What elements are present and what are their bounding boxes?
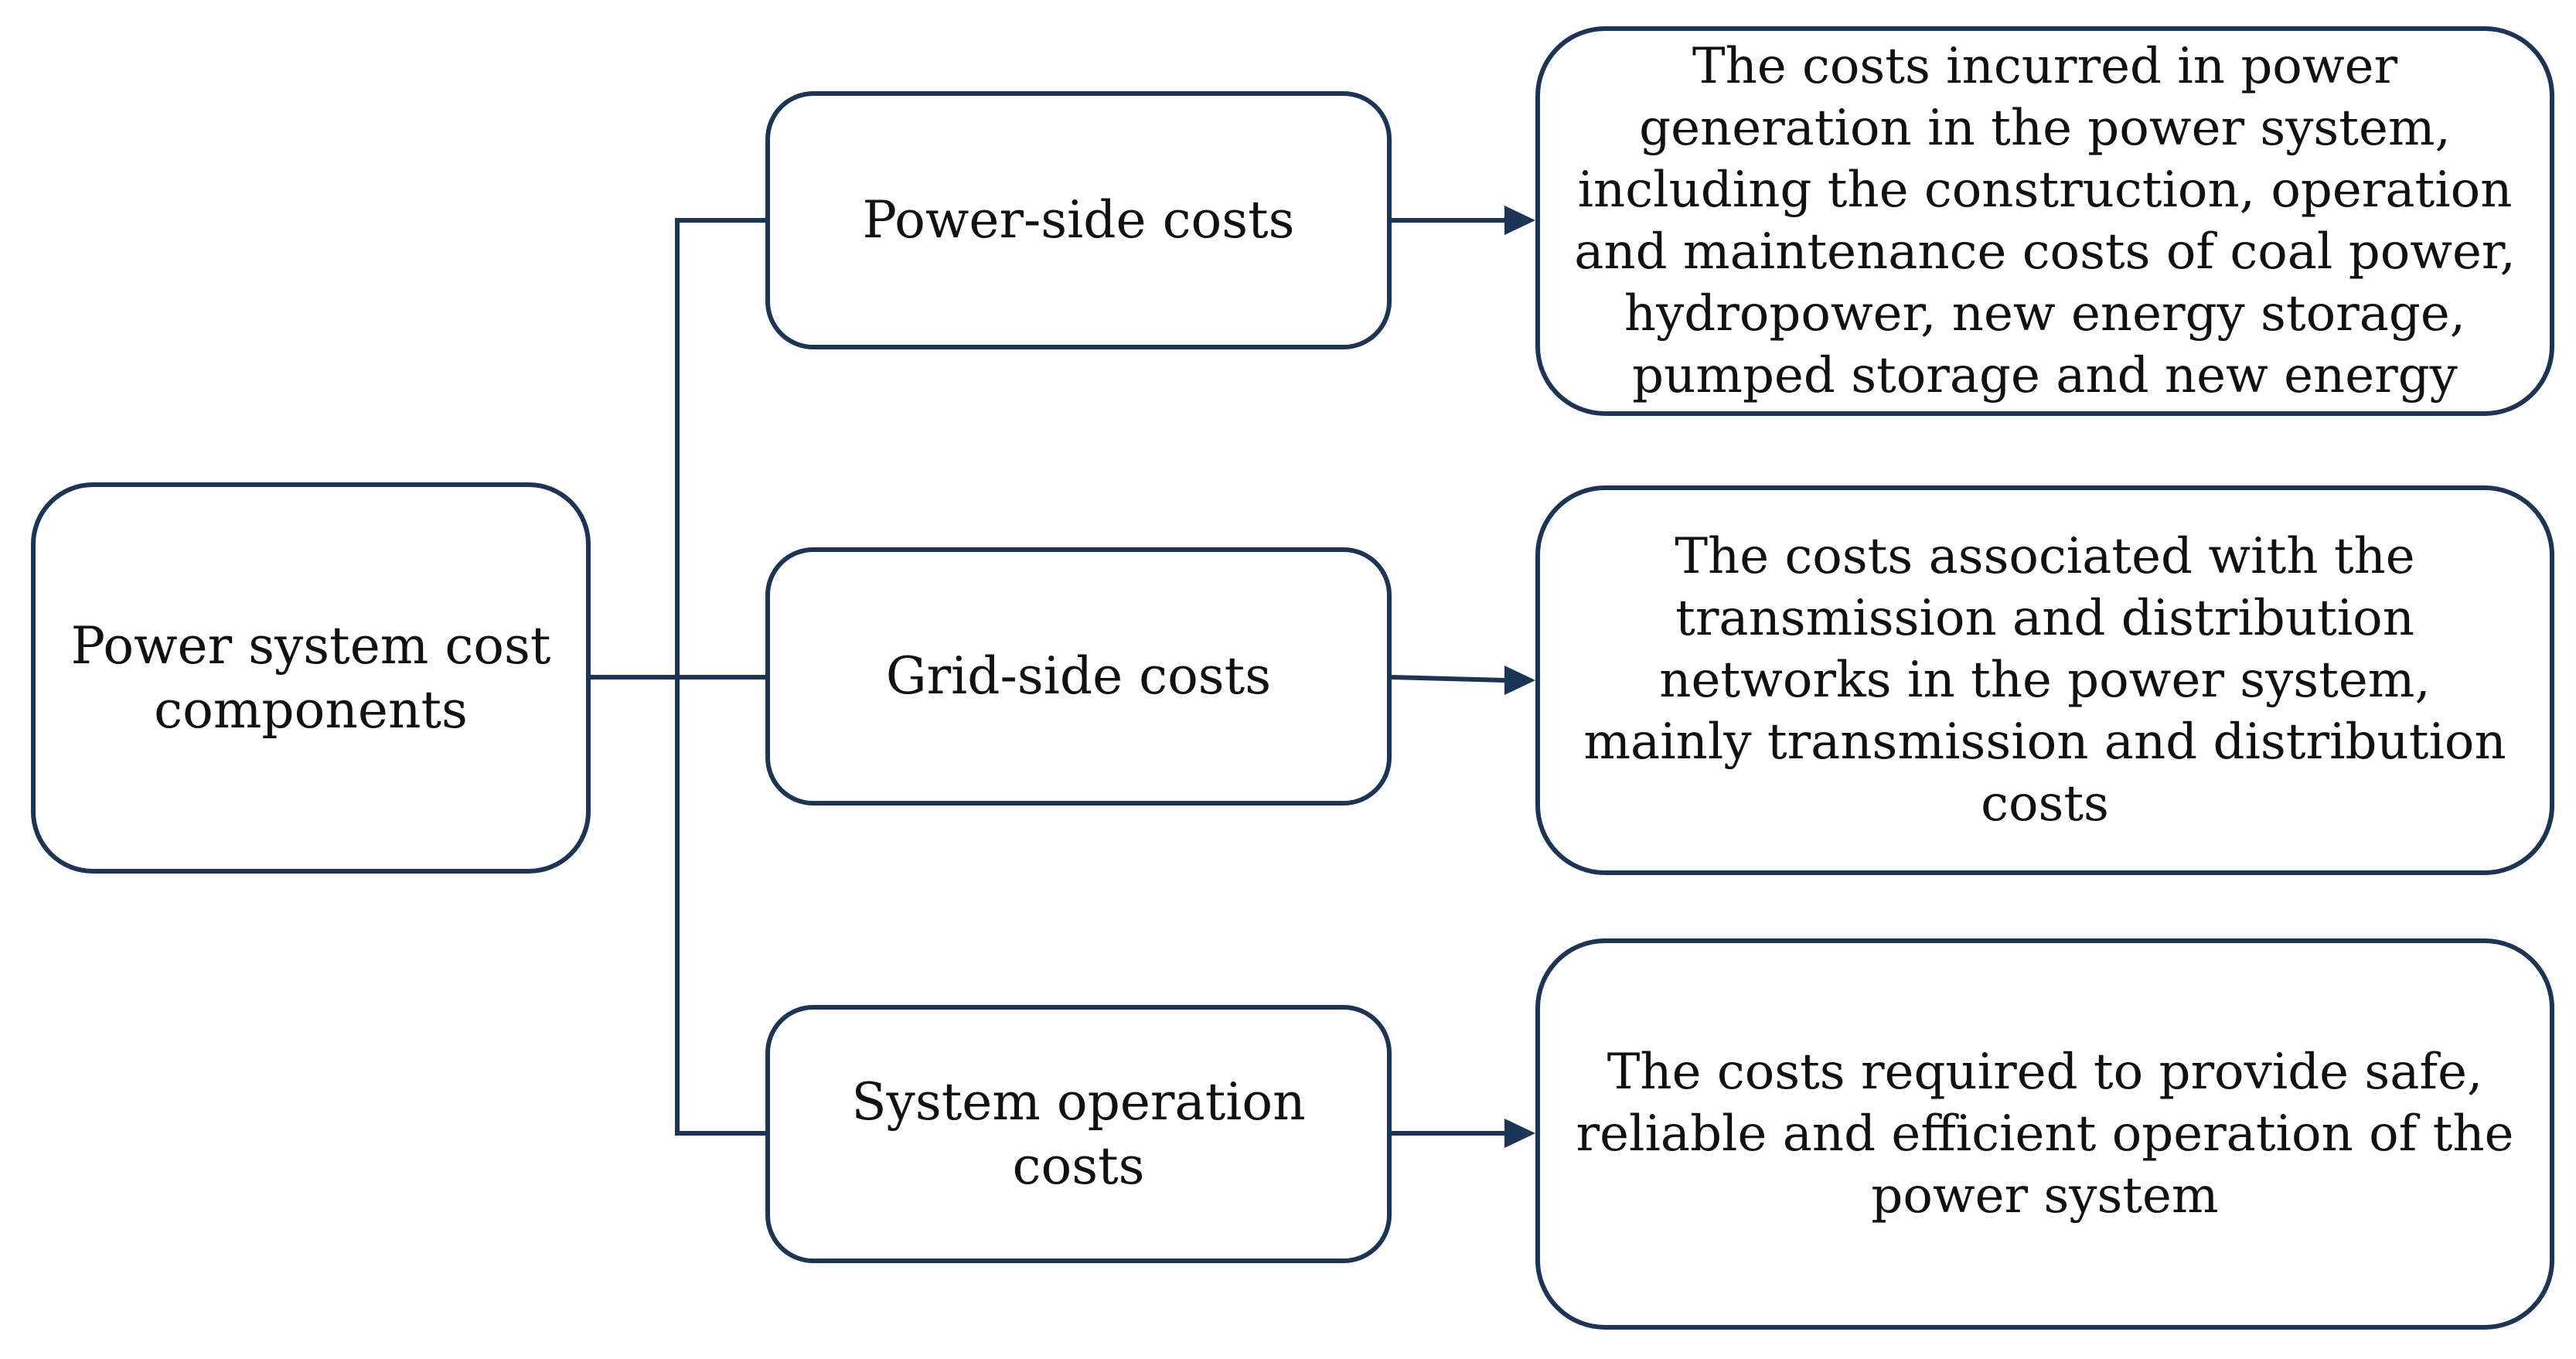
grid-side-description-text: The costs associated with the transmissi… bbox=[1583, 528, 2506, 833]
grid-side-costs-node: Grid-side costs bbox=[765, 547, 1392, 806]
root-node: Power system cost components bbox=[31, 482, 591, 874]
system-operation-description-text: The costs required to provide safe, reli… bbox=[1576, 1044, 2514, 1224]
power-side-arrowhead bbox=[1504, 206, 1535, 235]
power-side-costs-node: Power-side costs bbox=[765, 91, 1392, 349]
grid-side-arrow-shaft bbox=[1391, 675, 1505, 683]
grid-side-costs-label: Grid-side costs bbox=[885, 646, 1272, 707]
power-side-costs-label: Power-side costs bbox=[862, 190, 1295, 250]
system-operation-arrowhead bbox=[1504, 1119, 1535, 1148]
system-operation-costs-label: System operation costs bbox=[851, 1071, 1306, 1196]
power-side-description-node: The costs incurred in power generation i… bbox=[1535, 26, 2554, 416]
system-operation-description-node: The costs required to provide safe, reli… bbox=[1535, 938, 2554, 1330]
power-side-description-text: The costs incurred in power generation i… bbox=[1574, 38, 2516, 404]
root-node-label: Power system cost components bbox=[70, 615, 551, 740]
grid-side-arrowhead bbox=[1504, 666, 1535, 695]
grid-side-description-node: The costs associated with the transmissi… bbox=[1535, 485, 2554, 875]
system-operation-costs-node: System operation costs bbox=[765, 1005, 1392, 1263]
